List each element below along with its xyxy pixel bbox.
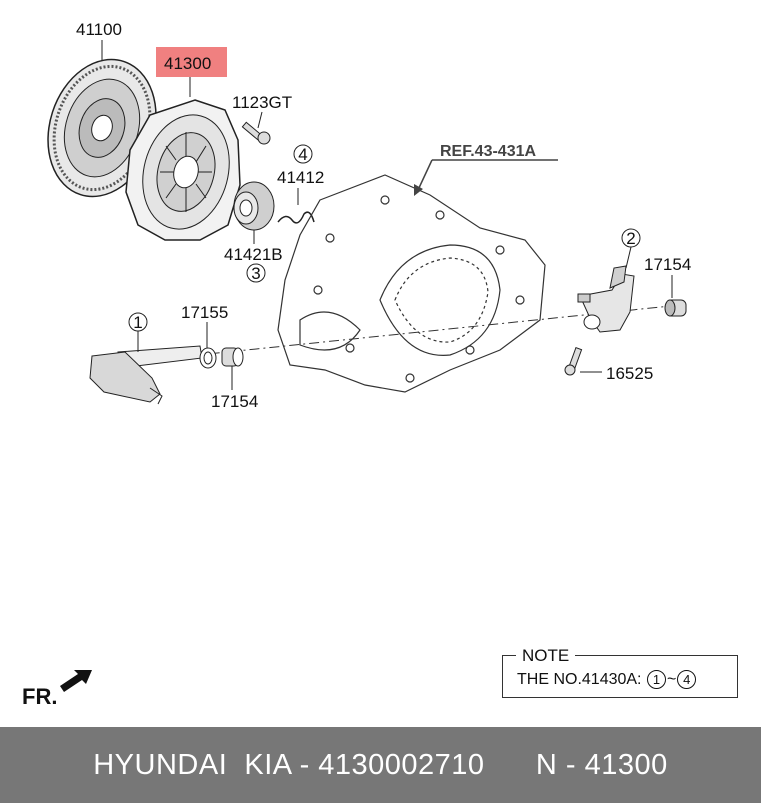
note-text: THE NO.41430A: 1~4 bbox=[517, 670, 697, 690]
marker-1: 1 bbox=[133, 313, 142, 332]
label-17154-right: 17154 bbox=[644, 255, 691, 274]
note-title: NOTE bbox=[516, 646, 576, 666]
bolt-16525 bbox=[564, 346, 583, 376]
note-range-end: 4 bbox=[677, 670, 697, 690]
release-fork-shaft bbox=[89, 345, 203, 405]
release-bearing bbox=[233, 181, 275, 231]
front-direction-label: FR. bbox=[22, 684, 58, 709]
ref-arrowhead bbox=[414, 184, 423, 196]
label-ref: REF.43-431A bbox=[440, 143, 536, 160]
release-fork bbox=[577, 265, 635, 333]
label-41300: 41300 bbox=[164, 54, 211, 73]
front-direction-arrow-icon bbox=[60, 670, 92, 692]
marker-4-circle bbox=[293, 144, 313, 164]
seal-17155 bbox=[199, 347, 217, 369]
label-41421b: 41421B bbox=[224, 245, 283, 264]
bushing-17154-left bbox=[221, 347, 244, 367]
label-1123gt: 1123GT bbox=[232, 93, 292, 112]
transmission-housing bbox=[277, 174, 546, 393]
part-41300-highlight bbox=[156, 47, 227, 77]
clutch-cover bbox=[125, 99, 241, 241]
label-41100: 41100 bbox=[76, 20, 122, 39]
label-17154-left: 17154 bbox=[211, 392, 258, 411]
note-box bbox=[502, 655, 738, 698]
marker-4: 4 bbox=[298, 145, 307, 164]
label-16525: 16525 bbox=[606, 364, 653, 383]
bolt-1123gt bbox=[241, 121, 271, 145]
note-text-main: THE NO.41430A: bbox=[517, 671, 642, 688]
marker-3-circle bbox=[246, 263, 266, 283]
marker-3: 3 bbox=[251, 264, 260, 283]
note-range-start: 1 bbox=[646, 670, 666, 690]
note-range-sep: ~ bbox=[666, 671, 677, 688]
bushing-17154-right bbox=[664, 299, 687, 317]
label-41412: 41412 bbox=[277, 168, 324, 187]
leader-marker-2 bbox=[625, 246, 632, 269]
ref-leader bbox=[417, 159, 433, 191]
retainer-clip bbox=[277, 211, 315, 224]
marker-2: 2 bbox=[626, 229, 635, 248]
leader-1123gt bbox=[257, 111, 263, 129]
label-17155: 17155 bbox=[181, 303, 228, 322]
exploded-parts-diagram: 41100 41300 1123GT 41412 41421B 17155 17… bbox=[47, 20, 691, 692]
part-number-footer: HYUNDAI KIA - 4130002710 N - 41300 bbox=[0, 727, 761, 803]
clutch-disc bbox=[47, 58, 157, 198]
